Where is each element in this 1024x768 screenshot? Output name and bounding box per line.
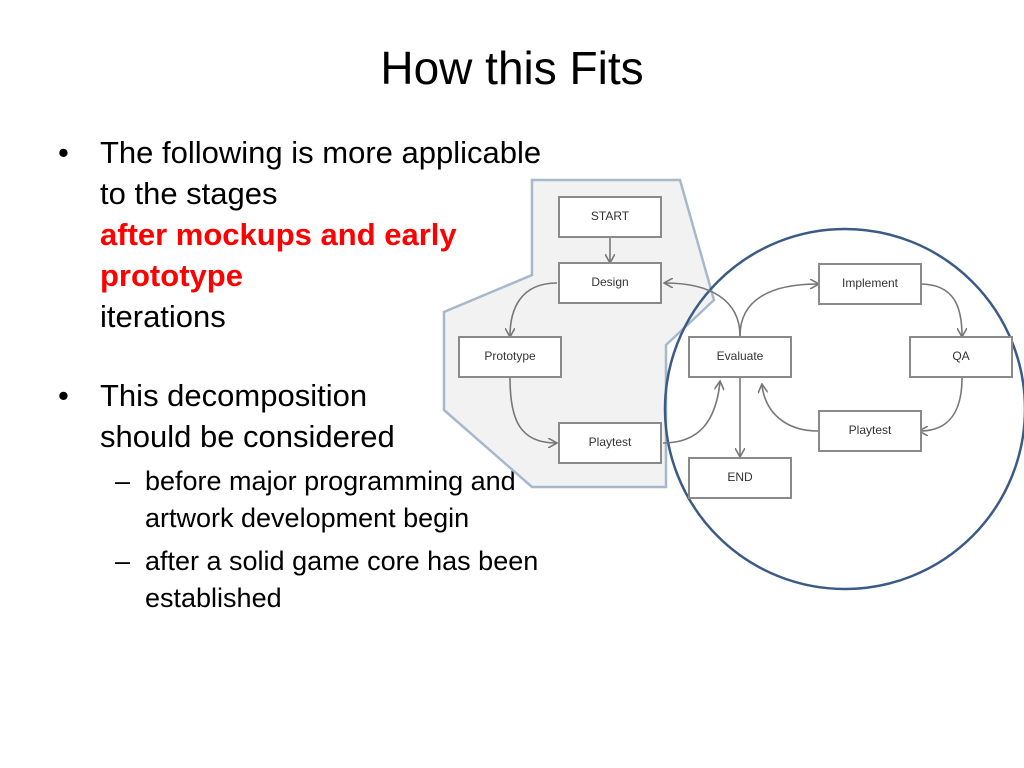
bullet-2-line-1: This decomposition xyxy=(100,378,368,413)
sub-bullet-1-line-2: artwork development begin xyxy=(145,503,470,533)
node-design: Design xyxy=(558,262,662,304)
node-playtest-left-label: Playtest xyxy=(589,435,632,449)
sub-bullet-dash: – xyxy=(115,466,131,496)
bullet-2-line-2: should be considered xyxy=(100,419,395,454)
sub-bullet-1: – before major programming and artwork d… xyxy=(58,463,618,537)
slide-title: How this Fits xyxy=(380,42,644,94)
bullet-1-line-3: iterations xyxy=(100,299,226,334)
arrow-evaluate-implement xyxy=(739,284,818,337)
bullet-1-highlight-2: prototype xyxy=(100,258,243,293)
arrow-qa-playtest xyxy=(920,377,963,431)
bullet-dot: • xyxy=(58,378,69,413)
node-prototype: Prototype xyxy=(458,336,562,378)
arrow-playtest-evaluate-right xyxy=(762,385,819,432)
node-evaluate-label: Evaluate xyxy=(717,349,764,363)
node-start: START xyxy=(558,196,662,238)
arrow-implement-qa xyxy=(919,283,962,336)
node-implement: Implement xyxy=(818,263,922,305)
bullet-dot: • xyxy=(58,135,69,170)
node-playtest-right-label: Playtest xyxy=(849,423,892,437)
node-end-label: END xyxy=(727,470,753,484)
bullet-1-line-2: to the stages xyxy=(100,176,278,211)
node-evaluate: Evaluate xyxy=(688,336,792,378)
arrow-prototype-playtest xyxy=(509,377,556,443)
node-qa: QA xyxy=(909,336,1013,378)
arrow-playtest-evaluate xyxy=(662,382,720,444)
sub-bullet-1-line-1: before major programming and xyxy=(145,466,516,496)
bullet-list: • The following is more applicable to th… xyxy=(58,132,618,617)
bullet-item-1: • The following is more applicable to th… xyxy=(58,132,618,337)
node-implement-label: Implement xyxy=(842,276,899,290)
sub-bullet-2-line-1: after a solid game core has been xyxy=(145,546,539,576)
early-stage-region xyxy=(442,178,716,489)
arrow-design-prototype xyxy=(510,282,558,336)
bullet-item-2: • This decomposition should be considere… xyxy=(58,375,618,457)
bullet-1-line-1: The following is more applicable xyxy=(100,135,542,170)
arrow-evaluate-design xyxy=(665,283,741,337)
iteration-circle xyxy=(663,227,1024,591)
node-playtest-left: Playtest xyxy=(558,422,662,464)
node-qa-label: QA xyxy=(952,349,969,363)
node-design-label: Design xyxy=(591,275,628,289)
sub-bullet-2: – after a solid game core has been estab… xyxy=(58,543,618,617)
node-playtest-right: Playtest xyxy=(818,410,922,452)
node-prototype-label: Prototype xyxy=(484,349,536,363)
node-end: END xyxy=(688,457,792,499)
sub-bullet-2-line-2: established xyxy=(145,583,282,613)
node-start-label: START xyxy=(591,209,630,223)
sub-bullet-dash: – xyxy=(115,546,131,576)
bullet-1-highlight-1: after mockups and early xyxy=(100,217,457,252)
